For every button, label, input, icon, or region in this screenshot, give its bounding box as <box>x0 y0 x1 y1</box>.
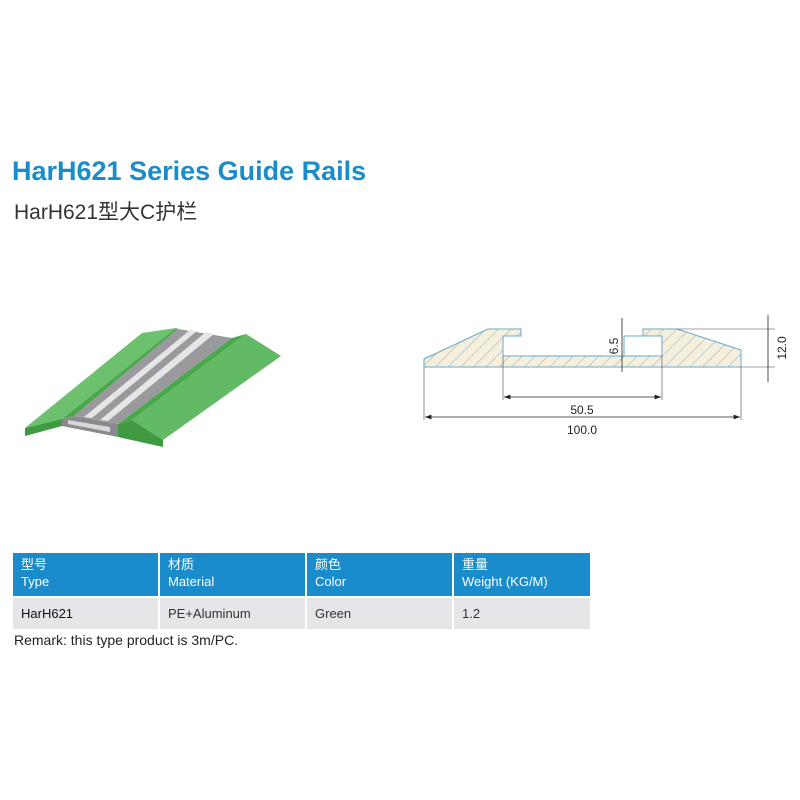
header-cn: 型号 <box>21 557 48 572</box>
cell-type: HarH621 <box>13 596 160 629</box>
header-en: Weight (KG/M) <box>462 574 548 589</box>
spec-table: 型号 Type 材质 Material 颜色 Color 重量 Weight (KG/M… <box>13 553 592 629</box>
header-type: 型号 Type <box>13 553 160 597</box>
header-cn: 重量 <box>462 557 489 572</box>
rail-3d-image <box>25 328 281 447</box>
dim-slot: 6.5 <box>607 337 621 354</box>
dim-inner-width: 50.5 <box>570 403 594 417</box>
table-header-row: 型号 Type 材质 Material 颜色 Color 重量 Weight (KG/M… <box>13 553 592 597</box>
remark-text: Remark: this type product is 3m/PC. <box>14 632 239 648</box>
table-row: HarH621 PE+Aluminum Green 1.2 <box>13 596 592 629</box>
header-color: 颜色 Color <box>306 553 454 597</box>
header-material: 材质 Material <box>159 553 307 597</box>
header-weight: 重量 Weight (KG/M) <box>453 553 592 597</box>
header-en: Type <box>21 574 50 589</box>
page-title: HarH621 Series Guide Rails <box>12 156 367 186</box>
dim-height: 12.0 <box>775 336 789 360</box>
cell-weight: 1.2 <box>453 596 592 629</box>
cell-material: PE+Aluminum <box>159 596 307 629</box>
header-en: Color <box>315 574 347 589</box>
cell-color: Green <box>306 596 454 629</box>
header-cn: 颜色 <box>315 557 342 572</box>
page-subtitle: HarH621型大C护栏 <box>14 201 198 224</box>
header-cn: 材质 <box>168 557 195 572</box>
header-en: Material <box>168 574 215 589</box>
cross-section-drawing: 50.5 100.0 6.5 12.0 <box>423 315 789 437</box>
dim-total-width: 100.0 <box>567 423 597 437</box>
